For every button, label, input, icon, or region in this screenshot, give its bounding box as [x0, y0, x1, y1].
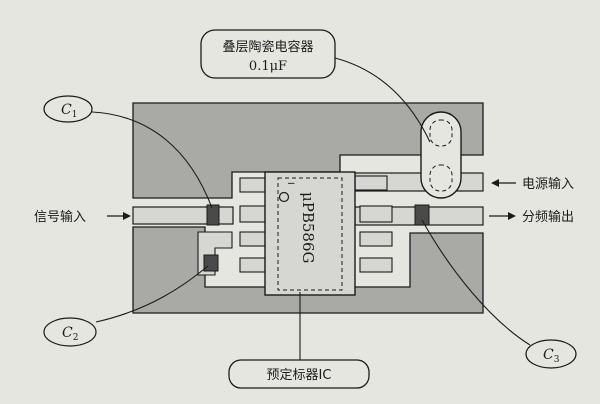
leader-c3 [421, 219, 531, 346]
power-input-arrow [491, 179, 516, 187]
ic-label: 预定标器IC [267, 368, 332, 383]
c2-label: C2 [62, 325, 78, 343]
signal-input-arrow [107, 212, 131, 220]
leader-c1 [91, 111, 213, 209]
ic-body [264, 171, 356, 296]
c3-callout [525, 339, 577, 369]
power-input-label: 电源输入 [522, 176, 574, 192]
divider-output-label: 分频输出 [522, 209, 574, 225]
c1-pad [206, 204, 220, 226]
pin1-mark: I [285, 182, 295, 185]
c2-callout [43, 317, 97, 347]
capacitor-terminal-bottom [429, 164, 453, 192]
capacitor-callout [200, 29, 336, 79]
c1-callout [43, 95, 93, 123]
ic-outline-dashed [277, 177, 343, 291]
ic-callout [228, 359, 370, 389]
c2-pad [203, 254, 219, 272]
leader-lines [91, 57, 531, 370]
pin1-dot [278, 191, 290, 203]
leader-capacitor [334, 57, 431, 143]
signal-input-label: 信号输入 [34, 209, 86, 225]
leader-c2 [95, 265, 209, 323]
c3-pad [414, 204, 430, 226]
ic-right-pins [354, 175, 393, 273]
ic-left-pins [239, 177, 266, 273]
ceramic-capacitor [420, 111, 462, 199]
capacitor-terminal-top [429, 119, 453, 147]
c3-label: C3 [543, 347, 560, 365]
c1-label: C1 [61, 102, 77, 120]
capacitor-title: 叠层陶瓷电容器 [222, 39, 313, 55]
divider-output-arrow [489, 212, 516, 220]
chip-part-number: μPB586G [299, 192, 317, 263]
capacitor-value: 0.1μF [249, 59, 287, 74]
